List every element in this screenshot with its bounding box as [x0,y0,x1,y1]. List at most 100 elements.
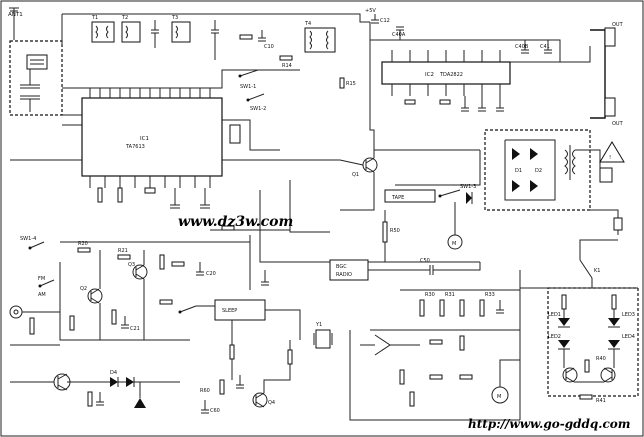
coil-t3: T3 [171,15,191,43]
ic2-caps: C40A C40B C41 [392,26,552,54]
svg-text:Y1: Y1 [315,322,322,328]
svg-text:SW1-4: SW1-4 [20,236,36,242]
svg-text:M: M [452,241,456,247]
watermark-bottom: http://www.go-gddq.com [468,417,630,431]
ic1-label: IC1 [140,136,149,142]
plus5v-label: +5V [365,8,376,14]
crystal-y1: Y1 [313,322,333,349]
led-circuit: LED1 LED2 LED3 LED4 R40 R41 [520,287,638,404]
tape-switch-block: TAPE SW1-3 [384,184,476,203]
svg-text:SW1-3: SW1-3 [460,184,476,190]
ant-label: ANT1 [8,12,23,18]
svg-text:T1: T1 [91,15,98,21]
q3-transistor: Q3 [128,262,148,280]
svg-text:T3: T3 [171,15,178,21]
svg-text:R41: R41 [596,398,606,404]
svg-text:OUT: OUT [612,22,624,28]
svg-text:LED2: LED2 [548,334,561,340]
center-bottom-network: R30 R31 R33 [349,289,520,421]
svg-text:C40B: C40B [515,44,529,50]
ic2-pins [391,50,501,96]
svg-text:Q2: Q2 [80,286,87,292]
svg-text:Q3: Q3 [128,262,135,268]
svg-text:R50: R50 [390,228,400,234]
svg-text:R31: R31 [445,292,455,298]
svg-text:C60: C60 [210,408,220,414]
coil-t2: T2 [121,15,141,43]
tuner-block [9,40,63,116]
svg-text:R15: R15 [346,81,356,87]
ic2-part: TDA2822 [439,72,463,78]
svg-text:BGC: BGC [336,264,347,270]
diode-d3 [466,192,472,204]
motor-m2: M [491,359,520,404]
svg-text:T4: T4 [304,21,311,27]
warning-icon [599,141,625,163]
left-switch-area: SW1-4 FM AM [20,236,55,298]
svg-text:R30: R30 [425,292,435,298]
jack-left [9,305,23,319]
watermark-center: www.dz3w.com [178,214,293,230]
svg-text:D1: D1 [515,168,522,174]
mid-bus [259,190,480,263]
svg-text:Q4: Q4 [268,400,275,406]
svg-text:K1: K1 [594,268,600,274]
svg-text:R33: R33 [485,292,495,298]
svg-text:R21: R21 [118,248,128,254]
svg-text:SLEEP: SLEEP [222,308,237,314]
svg-text:AM: AM [38,292,46,298]
ic1-pins [89,88,211,188]
svg-text:SW1-1: SW1-1 [240,84,256,90]
resistors-top: R14 R15 [239,34,356,89]
svg-text:LED4: LED4 [622,334,635,340]
bgc-block: BGC RADIO [329,259,369,281]
q1-transistor: Q1 [352,157,378,178]
coil-t4: T4 [304,21,336,53]
svg-text:D4: D4 [110,370,117,376]
svg-text:C12: C12 [380,18,390,24]
svg-text:R40: R40 [596,356,606,362]
bottom-left-driver: D4 [10,370,180,408]
speaker-jack: OUT OUT [560,22,624,127]
svg-text:R60: R60 [200,388,210,394]
bridge-rectifier: D1 D2 [504,139,556,201]
r50 [382,221,388,243]
ic1-body [81,97,223,177]
q4-transistor: Q4 [252,392,275,408]
motor-m1: M [447,202,463,250]
svg-text:Q1: Q1 [352,172,359,178]
svg-text:C20: C20 [206,271,216,277]
svg-text:C10: C10 [264,44,274,50]
svg-text:T2: T2 [121,15,128,21]
ic2-label: IC2 [425,72,434,78]
svg-text:OUT: OUT [612,121,624,127]
svg-text:C41: C41 [540,44,550,50]
svg-text:C50: C50 [420,258,430,264]
mains-transformer [564,145,613,183]
ic1-part: TA7613 [125,144,145,150]
power-supply-block [484,129,591,211]
svg-text:FM: FM [38,276,45,282]
left-rc-network: R20 R21 C20 C21 [69,241,216,332]
svg-text:C40A: C40A [392,32,406,38]
caps-top: C10 C12 [151,14,390,60]
antenna-section: ANT1 [8,7,23,40]
svg-text:R20: R20 [78,241,88,247]
svg-text:LED1: LED1 [548,312,561,318]
svg-text:RADIO: RADIO [336,272,352,278]
sleep-block: SLEEP [178,299,301,340]
sleep-transistor [229,320,244,389]
trimmer-cap [229,124,241,144]
coil-t1: T1 [91,15,115,43]
warning-glyph: ! [609,155,611,161]
svg-text:R14: R14 [282,63,292,69]
svg-text:LED3: LED3 [622,312,635,318]
top-bus [62,13,370,23]
svg-text:D2: D2 [535,168,542,174]
ic2-bottom-parts [404,96,504,112]
svg-text:SW1-2: SW1-2 [250,106,266,112]
svg-text:TAPE: TAPE [391,195,404,201]
